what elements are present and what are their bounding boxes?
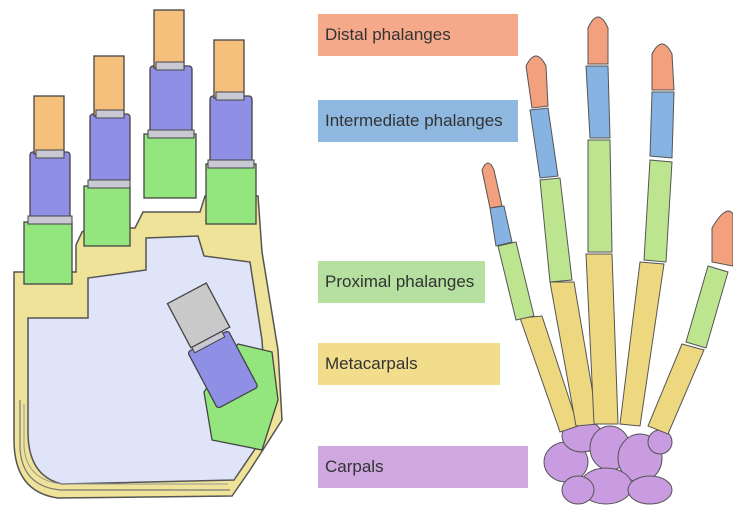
- label-metacarpals-text: Metacarpals: [325, 354, 418, 374]
- hand-bones-illustration: [482, 17, 733, 504]
- carpal-bones: [544, 420, 672, 504]
- robotic-finger-4: [206, 40, 256, 224]
- label-proximal-text: Proximal phalanges: [325, 272, 474, 292]
- label-metacarpals: Metacarpals: [318, 343, 500, 385]
- robotic-hand-model: [14, 10, 282, 498]
- label-intermediate-phalanges: Intermediate phalanges: [318, 100, 518, 142]
- robotic-finger-1: [24, 96, 72, 284]
- label-intermediate-text: Intermediate phalanges: [325, 111, 503, 131]
- robotic-finger-3: [144, 10, 196, 198]
- index-finger-bones: [620, 44, 674, 426]
- label-carpals-text: Carpals: [325, 457, 384, 477]
- label-carpals: Carpals: [318, 446, 528, 488]
- middle-finger-bones: [586, 17, 618, 424]
- label-distal-text: Distal phalanges: [325, 25, 451, 45]
- ring-finger-bones: [526, 56, 598, 426]
- label-proximal-phalanges: Proximal phalanges: [318, 261, 485, 303]
- robotic-finger-2: [84, 56, 130, 246]
- label-distal-phalanges: Distal phalanges: [318, 14, 518, 56]
